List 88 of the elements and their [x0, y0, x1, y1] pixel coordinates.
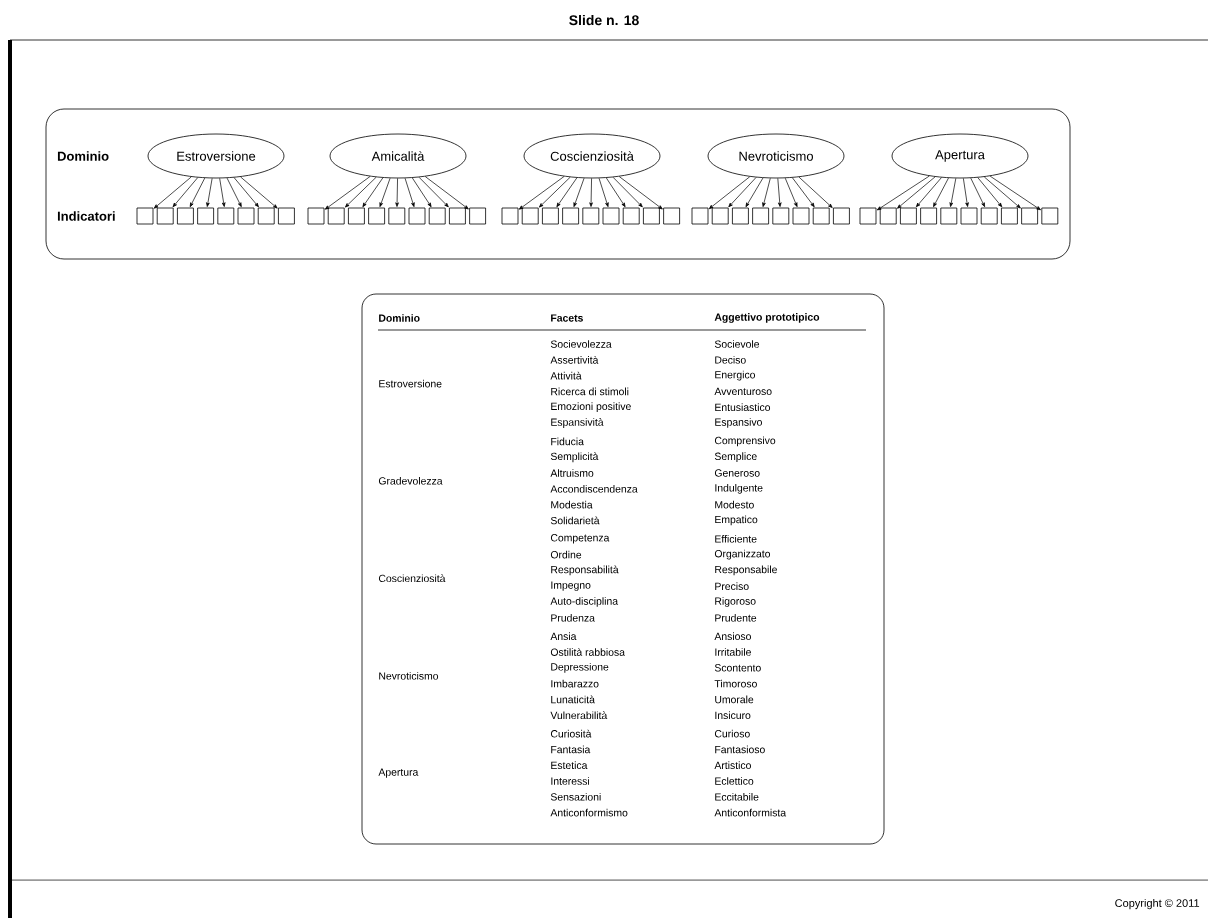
- arrow: [404, 177, 415, 207]
- indicator-box: [278, 207, 295, 225]
- indicator-box: [879, 207, 897, 225]
- indicator-box: [920, 207, 937, 225]
- arrow: [219, 178, 226, 207]
- arrow: [762, 178, 771, 207]
- indicator-box: [643, 207, 660, 225]
- arrow: [915, 177, 942, 208]
- indicator-box: [792, 207, 810, 225]
- indicator-box: [663, 207, 680, 225]
- indicator-box: [136, 207, 154, 225]
- indicator-box: [327, 207, 345, 225]
- indicator-box: [622, 207, 640, 225]
- indicator-box: [900, 207, 917, 225]
- arrow: [172, 177, 199, 208]
- indicator-box: [812, 207, 830, 225]
- indicator-box: [428, 207, 446, 225]
- indicator-box: [449, 207, 466, 225]
- arrow: [362, 177, 384, 208]
- arrow: [798, 176, 833, 208]
- indicator-box: [691, 207, 709, 225]
- arrow: [573, 177, 585, 207]
- indicator-box: [156, 207, 174, 225]
- indicator-box: [469, 207, 486, 225]
- arrow: [618, 176, 663, 210]
- arrow: [324, 176, 371, 210]
- indicator-box: [307, 207, 325, 225]
- arrow: [876, 175, 930, 211]
- indicator-box: [732, 207, 749, 225]
- arrow: [970, 177, 986, 208]
- arrow: [963, 178, 969, 207]
- indicator-box: [1041, 207, 1059, 225]
- indicator-box: [1001, 207, 1018, 225]
- indicator-box: [177, 207, 194, 225]
- arrow: [418, 176, 449, 208]
- arrow: [989, 175, 1041, 211]
- arrow: [379, 177, 391, 207]
- arrow: [708, 176, 751, 210]
- indicator-box: [859, 207, 877, 225]
- arrow: [240, 176, 278, 209]
- indicator-box: [582, 207, 600, 225]
- indicator-box: [521, 207, 539, 225]
- arrow: [518, 176, 565, 210]
- indicator-box: [197, 207, 214, 225]
- arrow: [395, 178, 399, 207]
- indicator-box: [980, 207, 998, 225]
- indicator-box: [501, 207, 519, 225]
- indicator-box: [960, 207, 978, 225]
- arrow: [949, 178, 957, 207]
- indicator-box: [408, 207, 426, 225]
- arrow: [784, 177, 798, 207]
- indicator-box: [542, 207, 559, 225]
- arrow: [539, 176, 571, 208]
- arrow: [792, 177, 815, 208]
- arrow: [206, 178, 213, 207]
- indicator-box: [348, 207, 365, 225]
- indicator-box: [752, 207, 769, 225]
- indicator-box: [368, 207, 385, 225]
- arrow: [345, 176, 377, 208]
- indicator-box: [711, 207, 729, 225]
- arrow: [233, 177, 259, 208]
- arrow: [226, 177, 242, 208]
- arrow: [728, 177, 757, 208]
- arrow: [897, 176, 936, 209]
- arrow: [189, 177, 206, 208]
- arrow: [589, 178, 593, 207]
- arrow: [598, 177, 609, 207]
- indicator-box: [602, 207, 620, 225]
- indicator-box: [940, 207, 958, 225]
- arrow: [556, 177, 578, 208]
- indicator-box: [217, 207, 235, 225]
- indicator-box: [833, 207, 850, 225]
- indicator-box: [237, 207, 255, 225]
- arrow: [153, 176, 192, 209]
- arrow: [612, 176, 643, 208]
- arrow: [605, 177, 626, 208]
- arrow: [977, 177, 1003, 208]
- arrow: [411, 177, 432, 208]
- arrow: [745, 177, 764, 208]
- indicator-box: [772, 207, 790, 225]
- indicator-box: [1021, 207, 1038, 225]
- indicator-box: [562, 207, 579, 225]
- arrow: [933, 177, 949, 208]
- indicator-box: [257, 207, 275, 225]
- indicator-box: [388, 207, 406, 225]
- arrow: [424, 176, 469, 210]
- arrow: [983, 176, 1021, 209]
- arrow: [777, 178, 782, 207]
